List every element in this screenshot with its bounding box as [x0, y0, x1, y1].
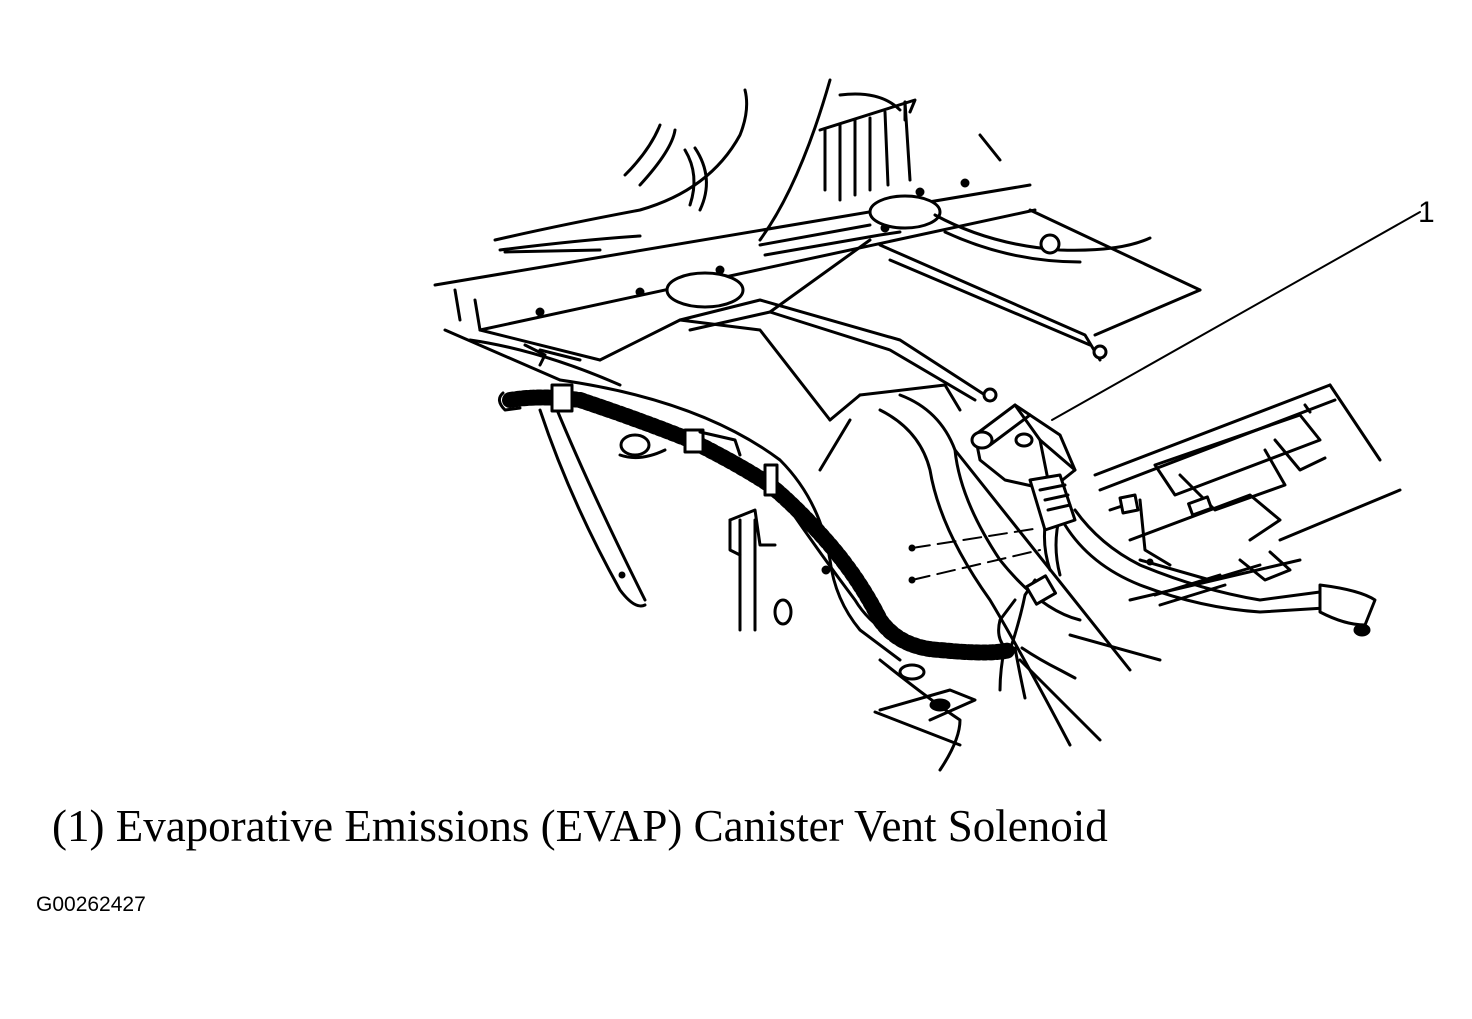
callout-1: 1: [1051, 196, 1435, 421]
upper-body-panel: [493, 78, 1002, 254]
mounting-hardware: [908, 493, 1140, 584]
floor-panel: [478, 238, 1108, 472]
figure-id: G00262427: [36, 893, 146, 916]
diagram-caption: (1) Evaporative Emissions (EVAP) Caniste…: [52, 801, 1108, 851]
wiring-harness: [498, 383, 1018, 661]
callout-number: 1: [1418, 196, 1435, 229]
cross-member: [433, 178, 1037, 332]
evap-vent-solenoid: [970, 403, 1077, 532]
left-frame-rail: [443, 328, 647, 608]
rear-bracket-assembly: [1068, 383, 1402, 662]
body-side-panel: [558, 378, 902, 662]
solenoid-wires: [997, 488, 1077, 700]
vent-hose: [1063, 508, 1377, 637]
vertical-bracket: [818, 98, 917, 202]
right-spare-well: [933, 208, 1202, 337]
